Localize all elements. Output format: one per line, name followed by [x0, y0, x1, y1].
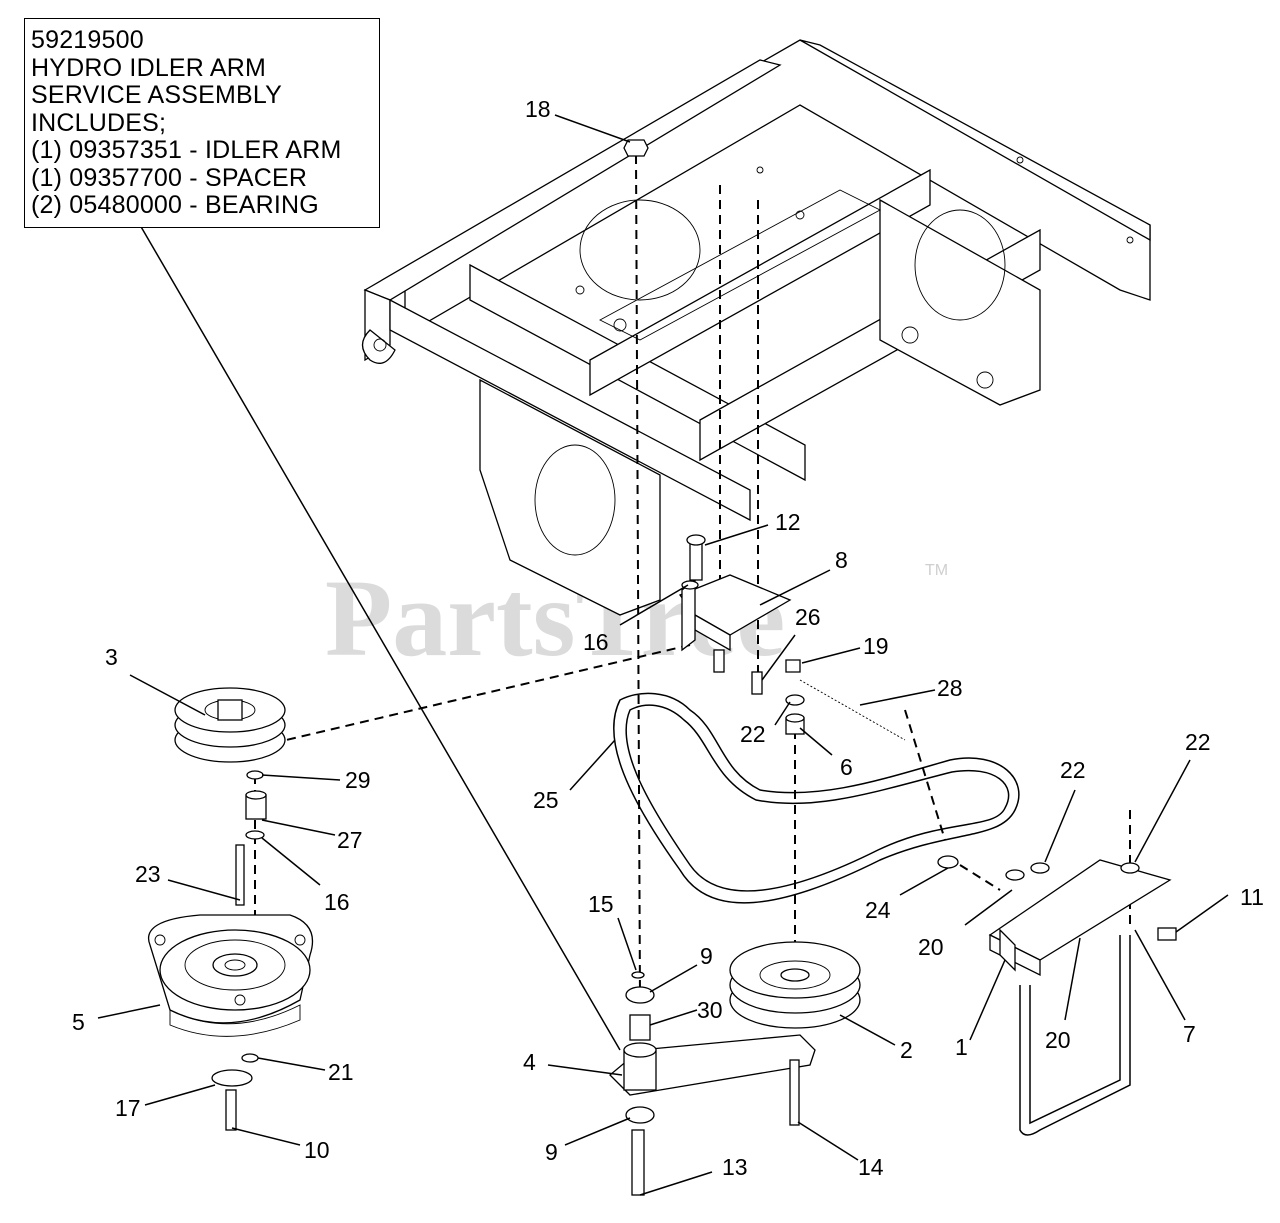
bracket-8 — [678, 534, 792, 695]
pulley-3 — [174, 687, 286, 763]
spring-28 — [785, 659, 906, 741]
callout-19: 19 — [863, 633, 889, 659]
callout-22-bracket-left: 22 — [1060, 757, 1086, 783]
nut-18 — [623, 139, 649, 157]
callouts: 18 12 8 26 16 19 28 22 6 3 29 27 16 23 2… — [72, 96, 1264, 1180]
callout-5: 5 — [72, 1009, 85, 1035]
callout-7: 7 — [1183, 1021, 1196, 1047]
callout-9-upper: 9 — [700, 943, 713, 969]
note-line-5: (1) 09357351 - IDLER ARM — [31, 136, 342, 164]
watermark-tm: TM — [925, 562, 948, 579]
callout-16-stack: 16 — [324, 889, 350, 915]
callout-15: 15 — [588, 891, 614, 917]
service-leader-line — [139, 224, 621, 1051]
note-line-7: (2) 05480000 - BEARING — [31, 191, 319, 219]
callout-29: 29 — [345, 767, 371, 793]
callout-8: 8 — [835, 547, 848, 573]
callout-18: 18 — [525, 96, 551, 122]
callout-11: 11 — [1240, 884, 1264, 910]
service-assembly-note: 59219500 HYDRO IDLER ARM SERVICE ASSEMBL… — [24, 18, 380, 228]
callout-16-bracket: 16 — [583, 629, 609, 655]
callout-17: 17 — [115, 1095, 141, 1121]
callout-26: 26 — [795, 604, 821, 630]
note-line-4: INCLUDES; — [31, 108, 167, 137]
callout-22-spring: 22 — [740, 721, 766, 747]
belt-25 — [613, 692, 1020, 904]
pulley-2 — [729, 941, 861, 1029]
callout-10: 10 — [304, 1137, 330, 1163]
frame-assembly — [361, 39, 1151, 616]
note-part-number: 59219500 — [31, 26, 144, 54]
callout-1: 1 — [955, 1034, 968, 1060]
bracket-1 — [937, 855, 1177, 1136]
callout-28: 28 — [937, 675, 963, 701]
callout-12: 12 — [775, 509, 801, 535]
callout-14: 14 — [858, 1154, 884, 1180]
callout-6: 6 — [840, 754, 853, 780]
note-line-2: HYDRO IDLER ARM — [31, 53, 266, 82]
callout-9-lower: 9 — [545, 1139, 558, 1165]
callout-20-upper: 20 — [918, 934, 944, 960]
spacer-stack — [235, 770, 267, 906]
callout-22-bracket-right: 22 — [1185, 729, 1211, 755]
callout-25: 25 — [533, 787, 559, 813]
callout-2: 2 — [900, 1037, 913, 1063]
clutch-5 — [147, 914, 314, 1131]
note-line-3: SERVICE ASSEMBLY — [31, 81, 282, 109]
callout-21: 21 — [328, 1059, 354, 1085]
idler-arm-4 — [609, 971, 816, 1196]
callout-23: 23 — [135, 861, 161, 887]
callout-27: 27 — [337, 827, 363, 853]
note-line-6: (1) 09357700 - SPACER — [31, 163, 308, 192]
callout-20-lower: 20 — [1045, 1027, 1071, 1053]
callout-3: 3 — [105, 644, 118, 670]
callout-30: 30 — [697, 997, 723, 1023]
callout-13: 13 — [722, 1154, 748, 1180]
assembly-lines — [254, 154, 1131, 1001]
callout-4: 4 — [523, 1049, 536, 1075]
callout-24: 24 — [865, 897, 891, 923]
leader-lines — [97, 114, 1229, 1196]
